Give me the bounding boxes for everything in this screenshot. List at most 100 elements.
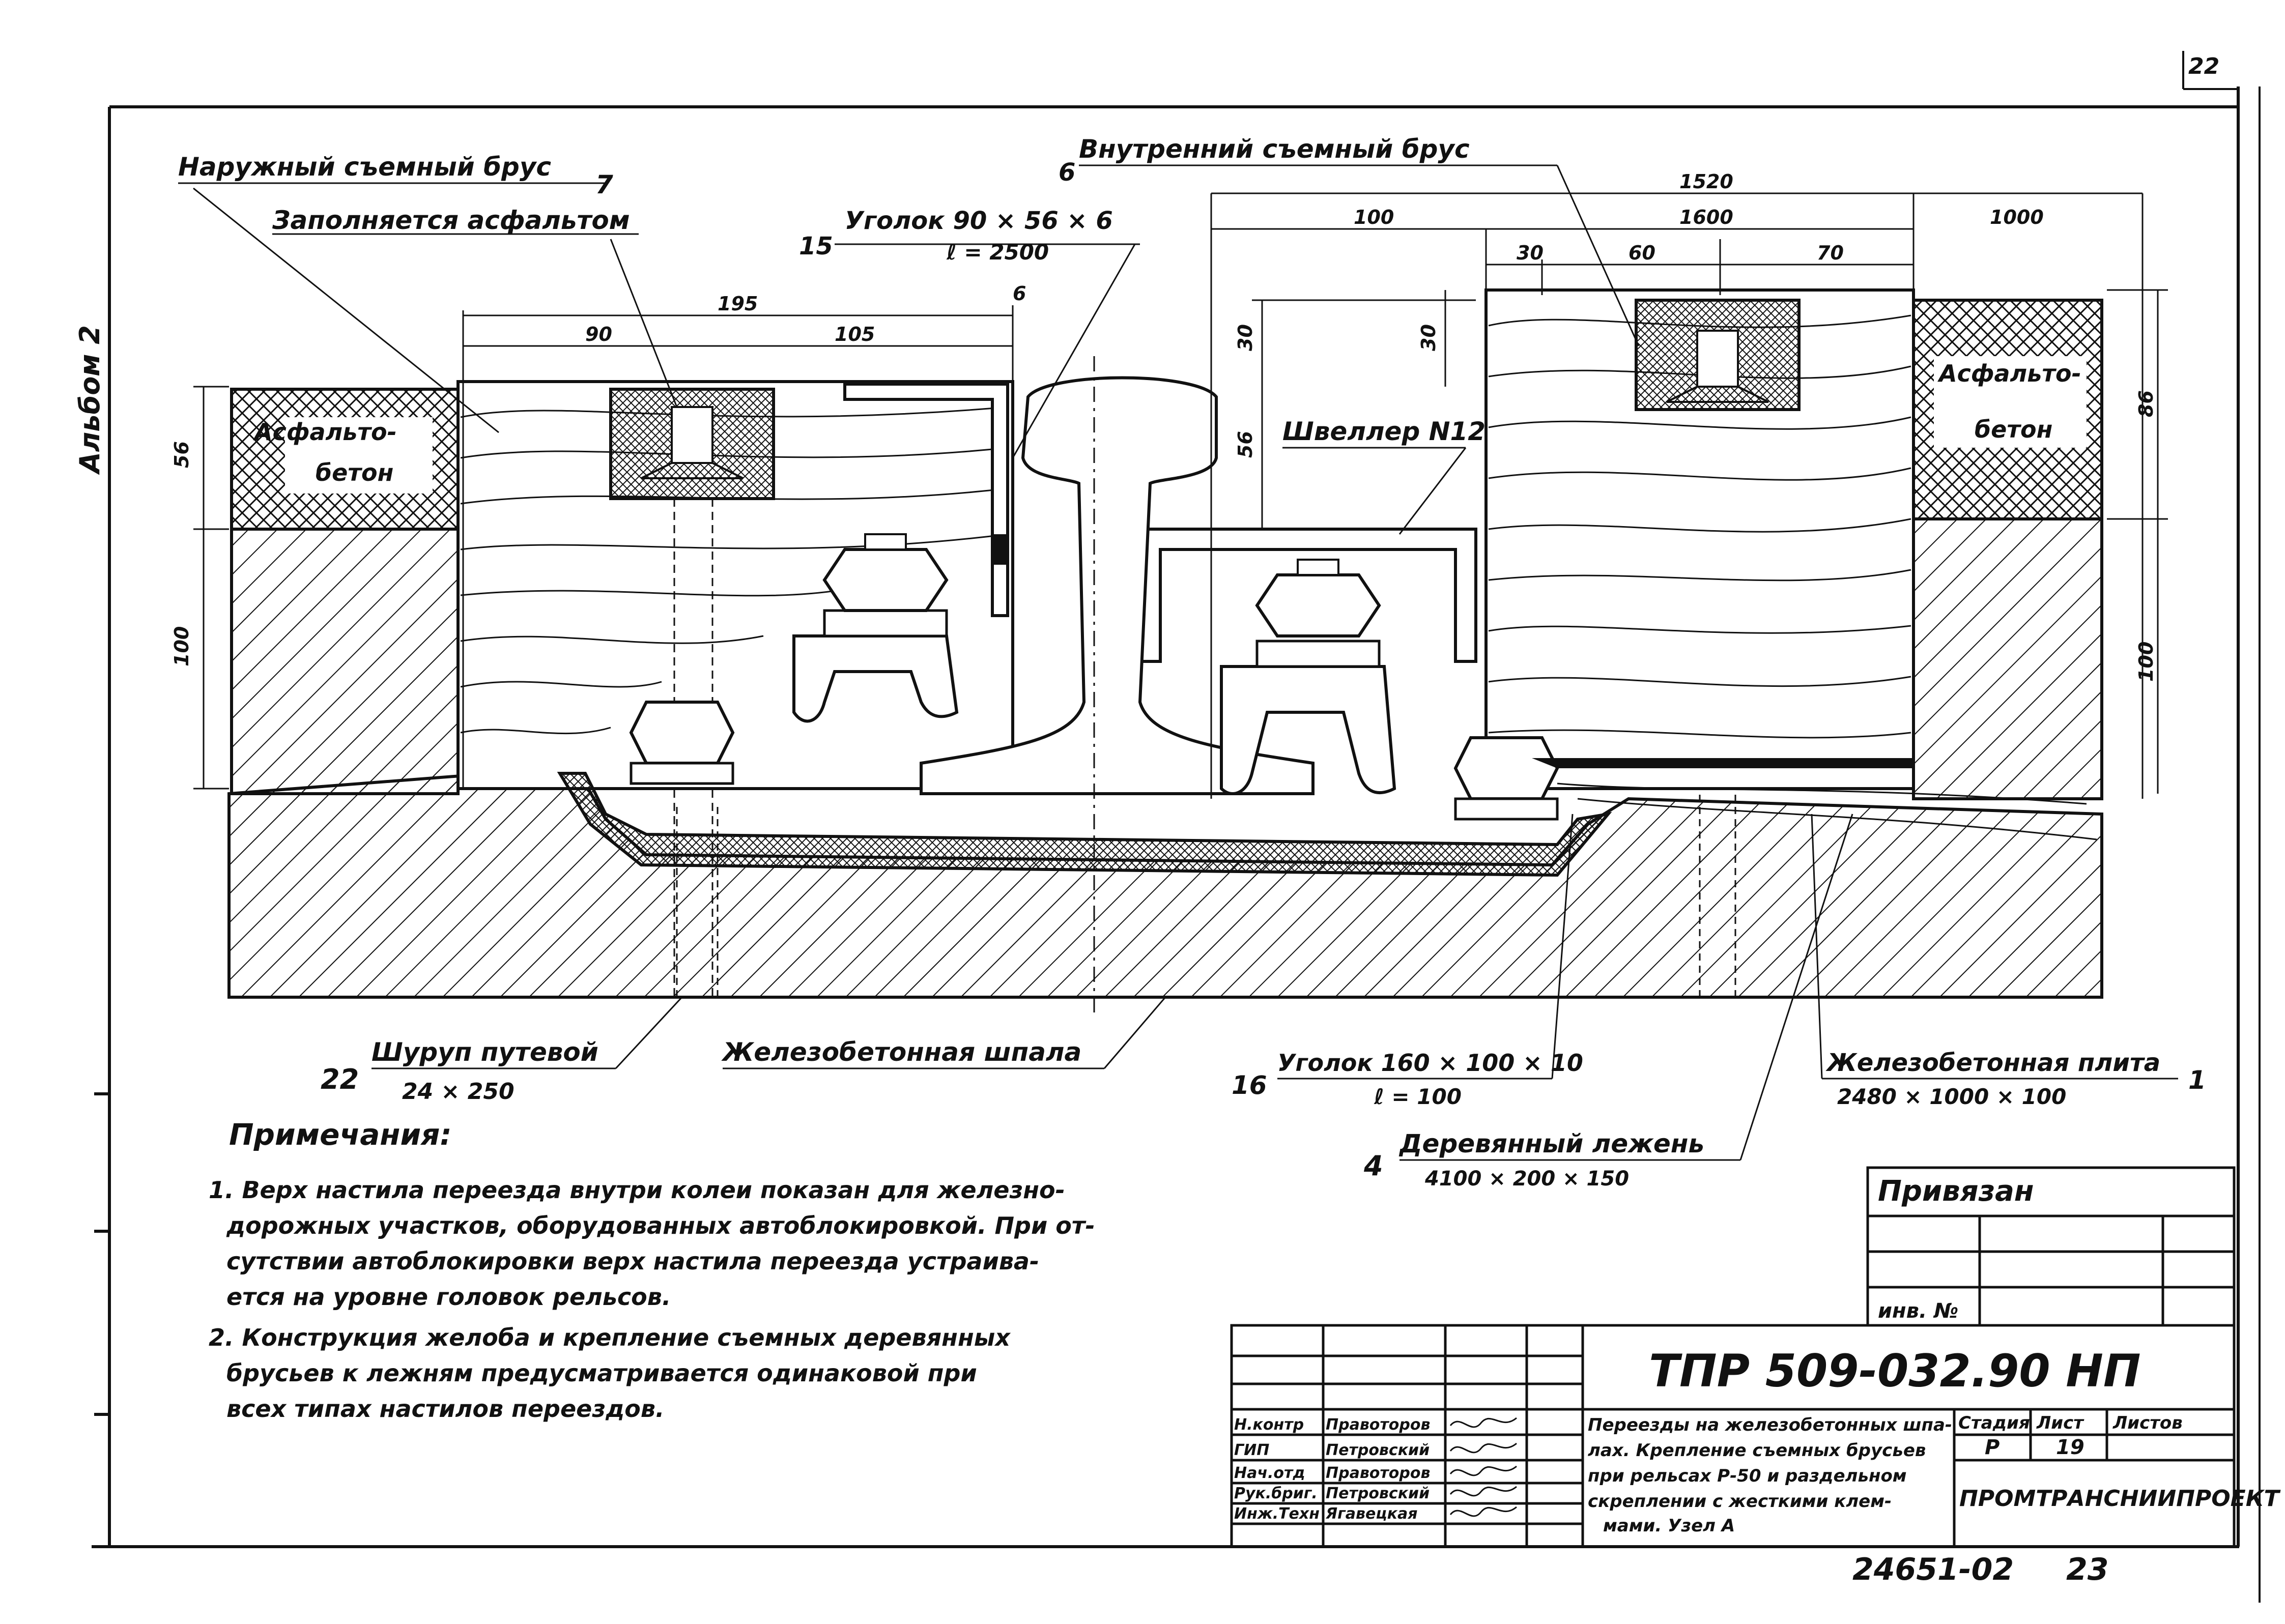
asphalt-left-line2: бетон: [316, 459, 393, 486]
note-2-line-3: всех типах настилов переездов.: [226, 1395, 664, 1423]
callout-slab: Железобетонная плита: [1825, 1049, 2160, 1077]
stage-header: Стадия: [1958, 1413, 2030, 1433]
callout-wood-bed-sub: 4100 × 200 × 150: [1424, 1167, 1629, 1191]
role-label: Инж.Техн: [1234, 1505, 1320, 1523]
signature: [1449, 1506, 1517, 1517]
signature: [1449, 1465, 1517, 1476]
archive-page: 23: [2066, 1552, 2109, 1587]
clamp-right: [1220, 559, 1396, 795]
role-label: Рук.бриг.: [1234, 1485, 1318, 1502]
dim-100-top: 100: [1354, 206, 1394, 228]
asphalt-right-line2: бетон: [1975, 416, 2052, 443]
callout-sleeper: Железобетонная шпала: [721, 1037, 1081, 1067]
asphalt-left: Асфальто- бетон: [230, 388, 460, 531]
sheet-value: 19: [2056, 1436, 2084, 1459]
note-1-line-2: дорожных участков, оборудованных автобло…: [226, 1212, 1095, 1239]
callout-outer-beam: Наружный съемный брус: [178, 152, 551, 182]
stamp-inv: инв. №: [1878, 1299, 1958, 1323]
stamp-title: Привязан: [1878, 1175, 2034, 1208]
dim-90: 90: [585, 323, 612, 345]
role-name: Правоторов: [1326, 1416, 1431, 1434]
role-label: ГИП: [1234, 1441, 1269, 1459]
callout-asphalt-fill: Заполняется асфальтом: [272, 206, 630, 235]
bolt-right-outer: [1453, 736, 1559, 821]
callout-angle-large-sub: ℓ = 100: [1374, 1084, 1462, 1109]
slab-left: [230, 528, 460, 795]
dim-60: 60: [1629, 242, 1655, 264]
dim-6: 6: [1013, 282, 1026, 305]
asphalt-right-line1: Асфальто-: [1937, 360, 2081, 387]
callout-angle-small: Уголок 90 × 56 × 6: [845, 207, 1113, 235]
organization: ПРОМТРАНСНИИПРОЕКТ: [1959, 1486, 2281, 1512]
callout-slab-num: 1: [2188, 1065, 2206, 1095]
page-number: 22: [2188, 53, 2219, 79]
dim-1520: 1520: [1679, 170, 1733, 193]
dimension-lines: [193, 192, 2168, 799]
callout-angle-large-num: 16: [1232, 1070, 1267, 1100]
channel-n12: [1138, 528, 1477, 663]
sheet-frame: [92, 51, 2261, 1603]
dim-70: 70: [1817, 242, 1844, 264]
role-label: Н.контр: [1234, 1416, 1304, 1434]
callout-inner-beam: Внутренний съемный брус: [1079, 134, 1470, 164]
doc-desc-l5: мами. Узел А: [1603, 1516, 1735, 1536]
note-1-line-1: 1. Верх настила переезда внутри колеи по…: [209, 1176, 1065, 1204]
callout-inner-beam-num: 6: [1059, 158, 1075, 187]
callout-slab-sub: 2480 × 1000 × 100: [1837, 1084, 2066, 1109]
role-label: Нач.отд: [1234, 1464, 1305, 1482]
dim-v30-mid: 30: [1234, 324, 1256, 351]
callout-outer-beam-num: 7: [595, 170, 613, 199]
callout-angle-small-num: 15: [799, 232, 833, 260]
slab-right: [1912, 517, 2103, 800]
callout-wood-bed: Деревянный лежень: [1398, 1129, 1704, 1158]
callout-screw-num: 22: [321, 1063, 359, 1095]
doc-desc-l2: лах. Крепление съемных брусьев: [1588, 1440, 1926, 1461]
callout-wood-bed-num: 4: [1363, 1150, 1383, 1182]
dim-v100-left: 100: [170, 626, 193, 666]
title-block-grid: [1230, 1324, 2236, 1548]
angle-small: [843, 383, 1009, 617]
sheet-header: Лист: [2036, 1413, 2084, 1433]
callout-screw: Шуруп путевой: [372, 1037, 598, 1067]
asphalt-right: Асфальто- бетон: [1912, 299, 2103, 520]
trough-liner: [557, 772, 1612, 877]
callout-screw-sub: 24 × 250: [402, 1079, 515, 1105]
dim-105: 105: [835, 323, 875, 345]
sheets-header: Листов: [2112, 1413, 2183, 1433]
callout-angle-small-sub: ℓ = 2500: [946, 240, 1049, 265]
doc-code: ТПР 509-032.90 НП: [1649, 1345, 2141, 1397]
binding-stamp: [1866, 1166, 2236, 1327]
dim-v86-right: 86: [2135, 390, 2157, 417]
dim-30a: 30: [1517, 242, 1544, 264]
signature: [1449, 1442, 1517, 1454]
leader-lines: [178, 164, 2178, 1161]
role-name: Ягавецкая: [1325, 1505, 1417, 1523]
rail-p50: [920, 356, 1315, 1018]
doc-desc-l1: Переезды на железобетонных шпа-: [1588, 1415, 1952, 1435]
archive-number: 24651-02: [1852, 1552, 2014, 1587]
note-1-line-3: сутствии автоблокировки верх настила пер…: [226, 1248, 1039, 1275]
doc-desc-l4: скреплении с жесткими клем-: [1588, 1491, 1892, 1512]
notes: Примечания: 1. Верх настила переезда вну…: [209, 1117, 1095, 1423]
dim-1000: 1000: [1990, 206, 2044, 228]
note-2-line-1: 2. Конструкция желоба и крепление съемны…: [209, 1324, 1011, 1351]
callout-angle-large: Уголок 160 × 100 × 10: [1277, 1049, 1583, 1077]
bolt-left-outer: [629, 701, 735, 785]
dim-v56-mid: 56: [1234, 431, 1256, 458]
dim-v100-right: 100: [2135, 642, 2157, 682]
doc-desc-l3: при рельсах Р-50 и раздельном: [1588, 1466, 1907, 1486]
role-name: Петровский: [1326, 1485, 1430, 1502]
dim-1600: 1600: [1679, 206, 1733, 228]
album-label: Альбом 2: [74, 325, 106, 475]
role-name: Правоторов: [1326, 1464, 1431, 1482]
asphalt-left-line1: Асфальто-: [253, 418, 397, 446]
angle-large: [1532, 758, 1913, 768]
screw-right: [1635, 299, 1801, 411]
signature: [1449, 1486, 1517, 1497]
stage-value: Р: [1985, 1436, 2000, 1459]
note-2-line-2: брусьев к лежням предусматривается одина…: [226, 1359, 977, 1387]
signature: [1449, 1417, 1517, 1428]
note-1-line-4: ется на уровне головок рельсов.: [226, 1283, 671, 1311]
